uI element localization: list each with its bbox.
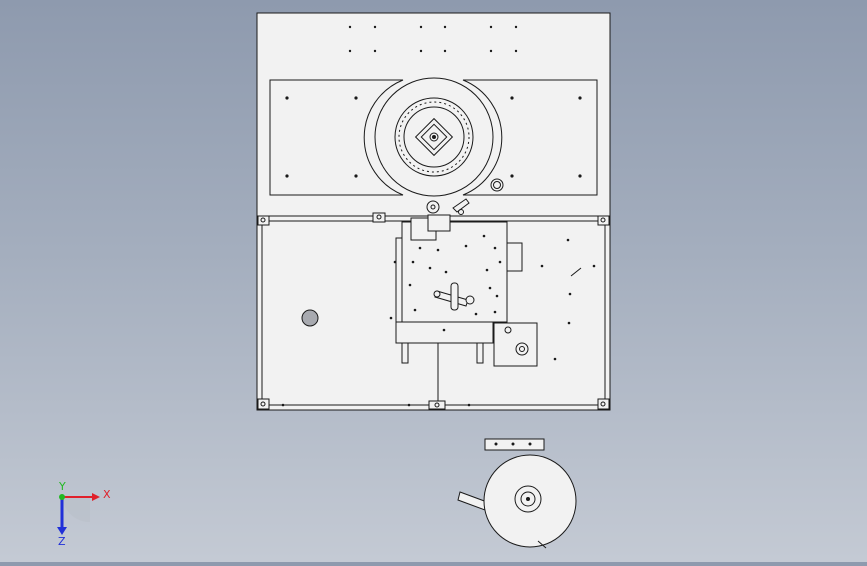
y-axis-label: Y: [58, 480, 66, 493]
roll-hub-outer: [514, 485, 542, 513]
slot-mark: [570, 267, 582, 277]
y-axis-marker: [59, 494, 65, 500]
arm-clamp: [427, 214, 451, 232]
z-axis-label: Z: [58, 535, 66, 548]
gear-box-hole: [504, 326, 512, 334]
z-axis-arrow-icon: [57, 527, 67, 535]
right-bracket-plate: [462, 79, 598, 196]
roll-hub-center: [526, 497, 530, 501]
side-bracket: [506, 242, 523, 272]
rotary-square-inner: [420, 123, 448, 151]
carriage-leg-left: [401, 342, 409, 364]
adjustment-knob-inner: [493, 181, 501, 189]
rotary-table-inner: [403, 106, 465, 168]
x-axis-arrow-icon: [92, 493, 100, 501]
through-hole: [301, 309, 319, 327]
corner-clamps: [257, 212, 610, 410]
gear-inner: [519, 346, 525, 352]
rotary-hub-center: [432, 135, 436, 139]
lever-pin: [458, 209, 464, 215]
mounting-strip-holes: [494, 442, 532, 446]
gear-box: [493, 322, 538, 367]
mechanism-holes: [281, 234, 596, 407]
tape-tail: [537, 540, 547, 549]
upper-plate-holes: [348, 25, 518, 53]
spring-lever: [452, 198, 470, 213]
rotary-housing-ring: [374, 77, 494, 197]
coordinate-triad: X Y Z: [57, 480, 111, 548]
assembly-drawing: [256, 12, 611, 549]
arm-pivot-pin: [430, 204, 436, 210]
x-axis-label: X: [103, 488, 111, 501]
arm-pivot: [426, 200, 440, 214]
triad-plane-shade: [62, 497, 90, 523]
left-bracket-plate: [269, 79, 404, 196]
bracket-holes: [285, 96, 582, 178]
lower-carriage: [395, 321, 494, 344]
cam-lever-pivot: [433, 290, 441, 298]
carriage-leg-right: [476, 342, 484, 364]
gear: [515, 342, 529, 356]
rotary-table-bolt-circle: [398, 101, 470, 173]
cam-slot: [450, 282, 459, 311]
left-guide-rail: [395, 237, 403, 336]
cam-follower: [465, 295, 475, 305]
mounting-strip: [484, 438, 545, 451]
roll-arm: [457, 491, 488, 511]
adjustment-knob: [490, 178, 504, 192]
